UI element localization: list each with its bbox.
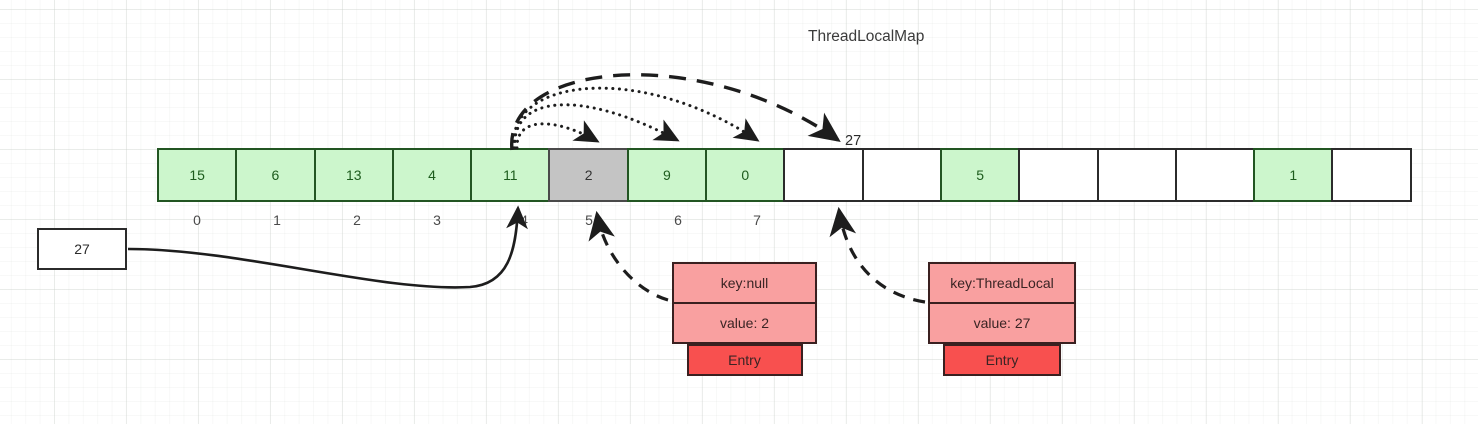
cell-value: 1 xyxy=(1289,167,1298,183)
index-label-6: 6 xyxy=(674,212,682,228)
cell-value: 5 xyxy=(976,167,985,183)
entry-value-field: value: 27 xyxy=(928,302,1076,344)
cell-value: 9 xyxy=(663,167,671,183)
table-cell-8[interactable] xyxy=(783,148,864,202)
table-cell-0[interactable]: 15 xyxy=(157,148,238,202)
entry-key-field: key:null xyxy=(672,262,817,304)
table-cell-1[interactable]: 6 xyxy=(235,148,316,202)
insert-target-label: 27 xyxy=(845,133,862,149)
table-cell-6[interactable]: 9 xyxy=(626,148,708,202)
entry-type-tag: Entry xyxy=(686,344,803,376)
table-cell-10[interactable]: 5 xyxy=(939,148,1021,202)
table-cell-2[interactable]: 13 xyxy=(313,148,394,202)
table-cell-9[interactable] xyxy=(861,148,942,202)
threadlocalmap-table: 15 6 13 4 11 2 9 0 5 1 xyxy=(157,148,1412,202)
table-cell-14[interactable]: 1 xyxy=(1253,148,1334,202)
entry-type-tag: Entry xyxy=(942,344,1062,376)
entry-node-live[interactable]: key:ThreadLocal value: 27 Entry xyxy=(928,262,1076,376)
index-label-1: 1 xyxy=(273,212,281,228)
table-cell-12[interactable] xyxy=(1096,148,1177,202)
index-label-4: 4 xyxy=(520,212,528,228)
index-label-5: 5 xyxy=(585,212,593,228)
index-label-3: 3 xyxy=(433,212,441,228)
table-cell-5[interactable]: 2 xyxy=(548,148,629,202)
source-value: 27 xyxy=(74,241,90,257)
entry-node-stale[interactable]: key:null value: 2 Entry xyxy=(672,262,817,376)
table-cell-7[interactable]: 0 xyxy=(705,148,786,202)
cell-value: 6 xyxy=(271,167,280,183)
cell-value: 4 xyxy=(428,167,436,183)
index-label-7: 7 xyxy=(753,212,761,228)
table-cell-11[interactable] xyxy=(1018,148,1099,202)
cell-value: 11 xyxy=(503,167,518,183)
entry-value-field: value: 2 xyxy=(672,302,817,344)
table-cell-3[interactable]: 4 xyxy=(391,148,473,202)
diagram-title: ThreadLocalMap xyxy=(808,28,925,45)
cell-value: 0 xyxy=(741,167,750,183)
cell-value: 15 xyxy=(189,167,205,183)
table-cell-15[interactable] xyxy=(1331,148,1412,202)
index-label-2: 2 xyxy=(353,212,361,228)
cell-value: 13 xyxy=(345,167,362,183)
table-cell-4[interactable]: 11 xyxy=(470,148,551,202)
cell-value: 2 xyxy=(584,167,593,183)
source-value-box[interactable]: 27 xyxy=(37,228,127,270)
table-cell-13[interactable] xyxy=(1174,148,1256,202)
entry-key-field: key:ThreadLocal xyxy=(928,262,1076,304)
index-label-0: 0 xyxy=(193,212,201,228)
